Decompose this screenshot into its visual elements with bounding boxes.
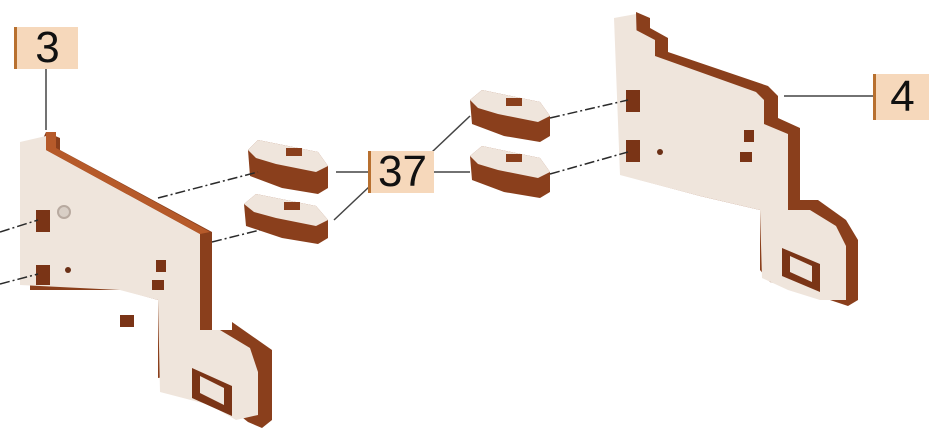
callout-part-4: 4 (873, 74, 929, 120)
panel-3-notch-b (152, 280, 164, 290)
callout-part-37: 37 (368, 151, 434, 193)
panel-3-slot-lower (36, 265, 50, 285)
connector-piece-1 (248, 140, 328, 194)
connector-piece-2 (244, 194, 328, 244)
guide-line-connector-2 (212, 230, 260, 242)
panel-4-notch-a (744, 130, 754, 142)
panel-3-slot-upper (36, 210, 50, 232)
panel-part-4 (614, 12, 858, 306)
panel-3-hole-small (65, 267, 71, 273)
panel-3-hole (58, 206, 70, 218)
panel-4-face (614, 14, 846, 300)
callout-part-3: 3 (14, 27, 78, 69)
guide-line-connector-1 (158, 172, 258, 198)
panel-3-notch-c (120, 315, 134, 327)
guide-line-connector-3 (550, 100, 628, 118)
panel-4-hole-small (657, 149, 663, 155)
panel-4-slot-upper (626, 90, 640, 112)
panel-4-notch-b (740, 152, 752, 162)
panel-part-3 (20, 132, 272, 428)
guide-line-connector-4 (550, 152, 628, 174)
leader-37-c (432, 116, 470, 152)
connector-piece-4 (470, 146, 550, 198)
panel-3-notch-a (156, 260, 166, 272)
panel-4-slot-lower (626, 140, 640, 162)
panel-3-face (20, 136, 258, 420)
connector-piece-3 (470, 90, 550, 142)
leader-37-b (334, 186, 370, 220)
